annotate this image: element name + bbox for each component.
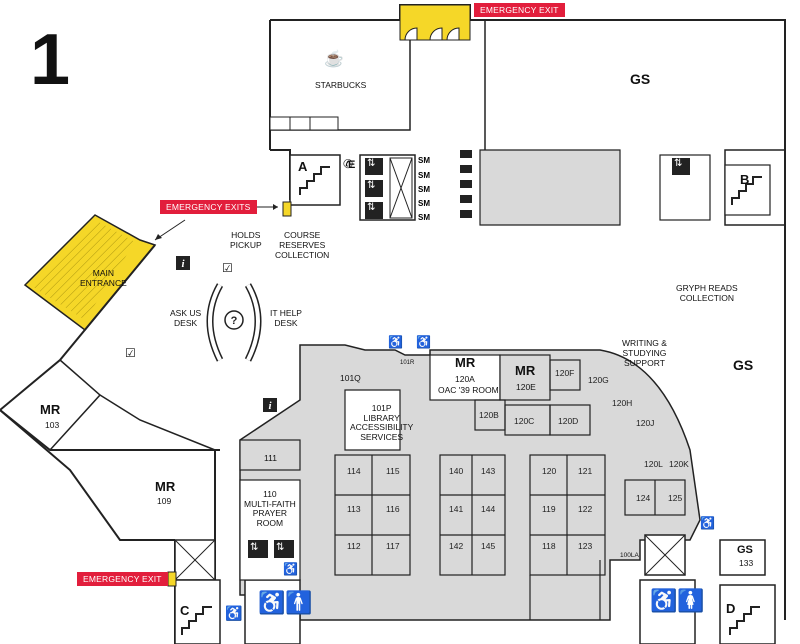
stairs-icon — [299, 166, 330, 195]
elevator-icon: ⇅ — [276, 542, 285, 553]
room-label: 120G — [588, 375, 609, 385]
stair-a-label: A — [298, 159, 308, 174]
room-label: 119 — [542, 504, 556, 514]
emergency-exits-left: EMERGENCY EXITS — [160, 200, 257, 214]
stair-d-label: D — [726, 601, 736, 616]
room-label: 145 — [481, 541, 496, 551]
room-label: 120H — [612, 398, 633, 408]
room-label: 121 — [578, 466, 593, 476]
room-label: 124 — [636, 493, 651, 503]
mr103-title: MR — [40, 402, 61, 417]
room-111-label: 111 — [264, 453, 277, 463]
sm-label: SM — [418, 171, 430, 180]
mr109-number: 109 — [157, 496, 172, 506]
course-reserves-label: COURSE RESERVES COLLECTION — [275, 230, 330, 260]
gs-right-label: GS — [733, 357, 754, 373]
stair-b-label: B — [740, 172, 750, 187]
info-icon — [263, 398, 277, 412]
room-label: 117 — [386, 541, 400, 551]
checkmark-icon: ☑ — [222, 261, 233, 275]
room-label: 140 — [449, 466, 464, 476]
mr120e-number: 120E — [516, 382, 536, 392]
accessible-icon: ♿ — [283, 562, 298, 576]
room-label: 120J — [636, 418, 655, 428]
accessible-icon: ♿ — [225, 605, 243, 621]
starbucks-room — [269, 20, 411, 131]
elevator-icon: ⇅ — [674, 158, 683, 169]
room-100la-label: 100LA — [620, 552, 639, 559]
gs133-number: 133 — [739, 558, 754, 568]
mr120a-name: OAC '39 ROOM — [438, 385, 499, 395]
emergency-exit-bottom: EMERGENCY EXIT — [77, 572, 168, 586]
sm-label: SM — [418, 199, 430, 208]
sm-label: SM — [418, 213, 430, 222]
checkmark-icon: ☑ — [125, 346, 136, 360]
room-label: 120L — [644, 459, 663, 469]
room-label: 122 — [578, 504, 593, 514]
washroom-icon: ♿🚺 — [650, 588, 705, 613]
svg-text:i: i — [181, 258, 185, 270]
mr103-number: 103 — [45, 420, 60, 430]
accessible-icon: ♿ — [416, 335, 431, 349]
elevator-icon: ⇅ — [367, 158, 376, 169]
room-label: 143 — [481, 466, 496, 476]
room-label: 118 — [542, 541, 556, 551]
room-label: 113 — [347, 504, 361, 514]
elevator-e-label: E — [348, 159, 356, 171]
room-label: 141 — [449, 504, 464, 514]
svg-text:?: ? — [231, 315, 238, 327]
question-icon — [224, 310, 244, 330]
gryph-reads-label: GRYPH READS COLLECTION — [676, 283, 738, 303]
room-label: 120K — [669, 459, 689, 469]
svg-text:i: i — [268, 400, 272, 412]
elevator-icon: ⇅ — [367, 180, 376, 191]
emergency-exit-top: EMERGENCY EXIT — [474, 3, 565, 17]
room-101r-label: 101R — [400, 360, 415, 366]
gs133-title: GS — [737, 544, 753, 556]
writing-support-label: WRITING & STUDYING SUPPORT — [622, 338, 667, 368]
coffee-icon: ☕ — [324, 51, 344, 68]
mr120a-number: 120A — [455, 374, 475, 384]
room-label: 114 — [347, 466, 361, 476]
room-label: 112 — [347, 541, 361, 551]
room-label: 123 — [578, 541, 593, 551]
info-icon — [176, 256, 190, 270]
accessible-icon: ♿ — [700, 516, 715, 530]
room-110-label: 110 MULTI-FAITH PRAYER ROOM — [244, 489, 296, 528]
accessible-icon: ♿ — [388, 335, 403, 349]
main-entrance-label: MAIN ENTRANCE — [80, 268, 127, 288]
room-label: 144 — [481, 504, 496, 514]
room-101p-label: 101P LIBRARY ACCESSIBILITY SERVICES — [350, 403, 414, 442]
sm-label: SM — [418, 185, 430, 194]
elevator-icon: ⇅ — [367, 202, 376, 213]
room-label: 120C — [514, 416, 535, 426]
room-101q-label: 101Q — [340, 373, 361, 383]
room-label: 120 — [542, 466, 557, 476]
elevator-icon: ⇅ — [250, 542, 259, 553]
it-help-desk-label: IT HELP DESK — [270, 308, 302, 328]
washroom-icon: ♿🚹 — [258, 590, 313, 615]
phone-icon: ✆ — [343, 157, 354, 171]
gs-top-label: GS — [630, 71, 651, 87]
room-label: 125 — [668, 493, 683, 503]
holds-pickup-label: HOLDS PICKUP — [230, 230, 262, 250]
stair-c-label: C — [180, 603, 190, 618]
floor-number: 1 — [30, 20, 71, 100]
mr109-title: MR — [155, 479, 176, 494]
room-label: 115 — [386, 466, 400, 476]
room-label: 142 — [449, 541, 464, 551]
ask-us-desk-label: ASK US DESK — [170, 308, 202, 328]
room-label: 120B — [479, 410, 499, 420]
mr120e-title: MR — [515, 363, 536, 378]
room-label: 120D — [558, 416, 579, 426]
room-label: 120F — [555, 368, 575, 378]
sm-label: SM — [418, 156, 430, 165]
mr120a-title: MR — [455, 355, 476, 370]
starbucks-label: STARBUCKS — [315, 80, 367, 90]
room-label: 116 — [386, 504, 400, 514]
